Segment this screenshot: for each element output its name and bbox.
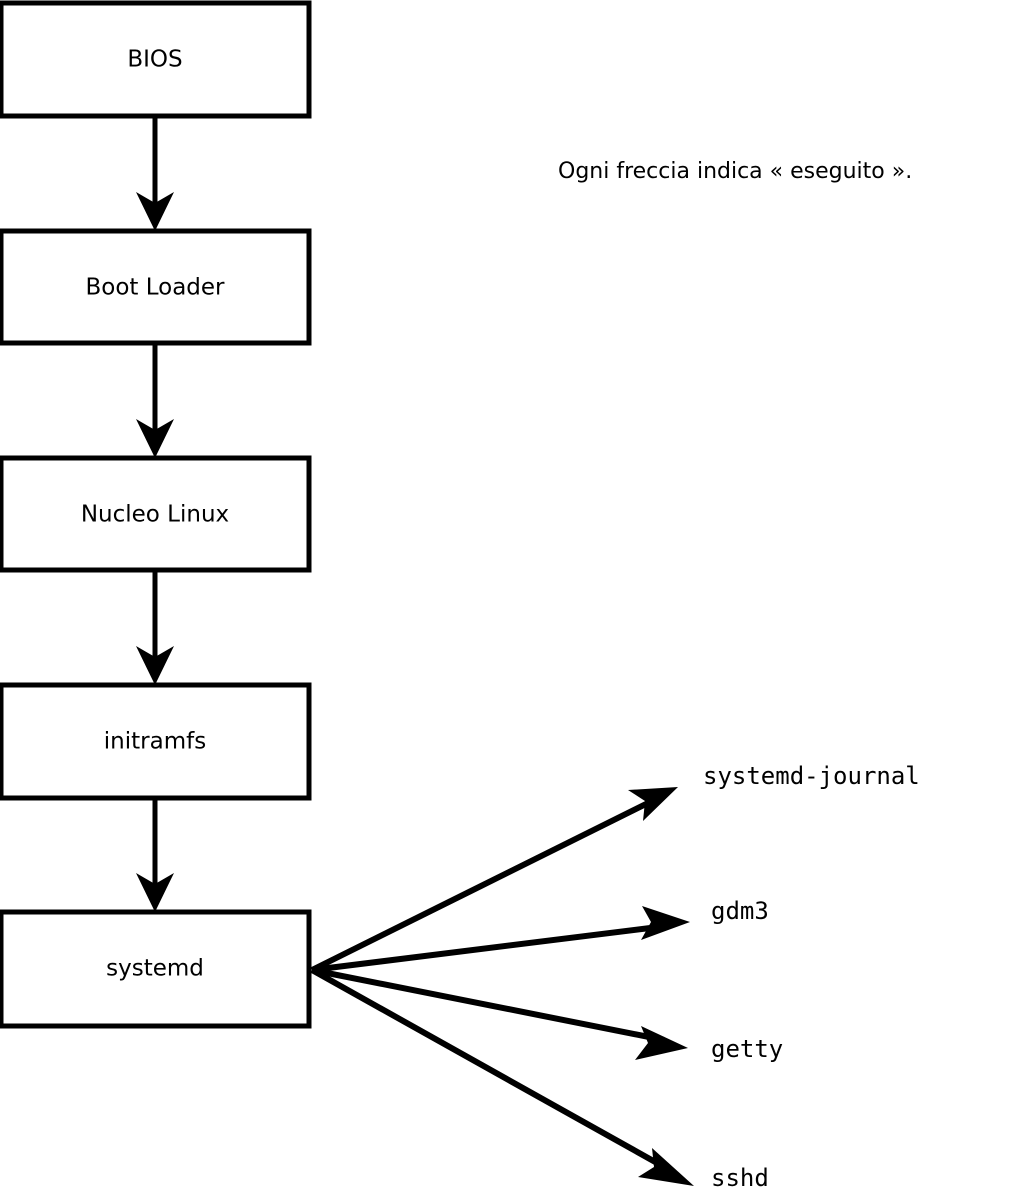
fan-arrow-line xyxy=(311,967,665,1043)
stage-box-bios[interactable]: BIOS xyxy=(0,0,312,119)
service-label-gdm3: gdm3 xyxy=(711,897,769,925)
arrow-head-icon xyxy=(136,873,174,912)
service-labels-group: systemd-journal gdm3 getty sshd xyxy=(703,762,920,1192)
stage-box-outline xyxy=(0,228,312,346)
stage-box-label: BIOS xyxy=(127,47,182,73)
arrow-head-icon xyxy=(638,1148,694,1186)
chain-arrow-initramfs-to-systemd xyxy=(136,798,174,912)
stage-box-label: Nucleo Linux xyxy=(81,502,229,528)
service-label-systemd-journal: systemd-journal xyxy=(703,762,920,790)
arrow-head-icon xyxy=(136,419,174,458)
chain-arrow-bios-to-bootloader xyxy=(136,116,174,231)
arrow-head-icon xyxy=(136,192,174,231)
stage-box-systemd[interactable]: systemd xyxy=(0,909,312,1029)
stage-box-nucleo-linux[interactable]: Nucleo Linux xyxy=(0,455,312,573)
fan-arrow-sshd xyxy=(310,967,694,1186)
arrow-head-icon xyxy=(136,646,174,685)
chain-arrows-group xyxy=(136,116,174,912)
stage-box-boot-loader[interactable]: Boot Loader xyxy=(0,228,312,346)
stage-box-label: Boot Loader xyxy=(85,275,225,301)
fan-arrow-getty xyxy=(311,967,688,1060)
stage-box-label: systemd xyxy=(106,956,204,982)
stage-box-outline xyxy=(0,909,312,1029)
service-label-sshd: sshd xyxy=(711,1164,769,1192)
chain-arrow-nucleolinux-to-initramfs xyxy=(136,570,174,685)
chain-arrow-bootloader-to-nucleolinux xyxy=(136,343,174,458)
stage-box-outline xyxy=(0,682,312,801)
arrow-head-icon xyxy=(635,1026,688,1060)
boot-chain-boxes: BIOS Boot Loader Nucleo Linux initramfs … xyxy=(0,0,312,1029)
systemd-fanout-group xyxy=(310,787,694,1186)
fan-arrow-line xyxy=(311,923,667,973)
service-label-getty: getty xyxy=(711,1035,783,1063)
fan-arrow-gdm3 xyxy=(311,906,690,973)
arrow-head-icon xyxy=(641,906,690,940)
fan-arrow-line xyxy=(310,967,668,1171)
stage-box-label: initramfs xyxy=(104,729,206,755)
arrow-head-icon xyxy=(628,787,678,821)
diagram-caption: Ogni freccia indica « eseguito ». xyxy=(558,159,912,184)
stage-box-outline xyxy=(0,455,312,573)
fan-arrow-line xyxy=(310,796,658,973)
stage-box-outline xyxy=(0,0,312,119)
fan-arrow-systemd-journal xyxy=(310,787,678,973)
stage-box-initramfs[interactable]: initramfs xyxy=(0,682,312,801)
